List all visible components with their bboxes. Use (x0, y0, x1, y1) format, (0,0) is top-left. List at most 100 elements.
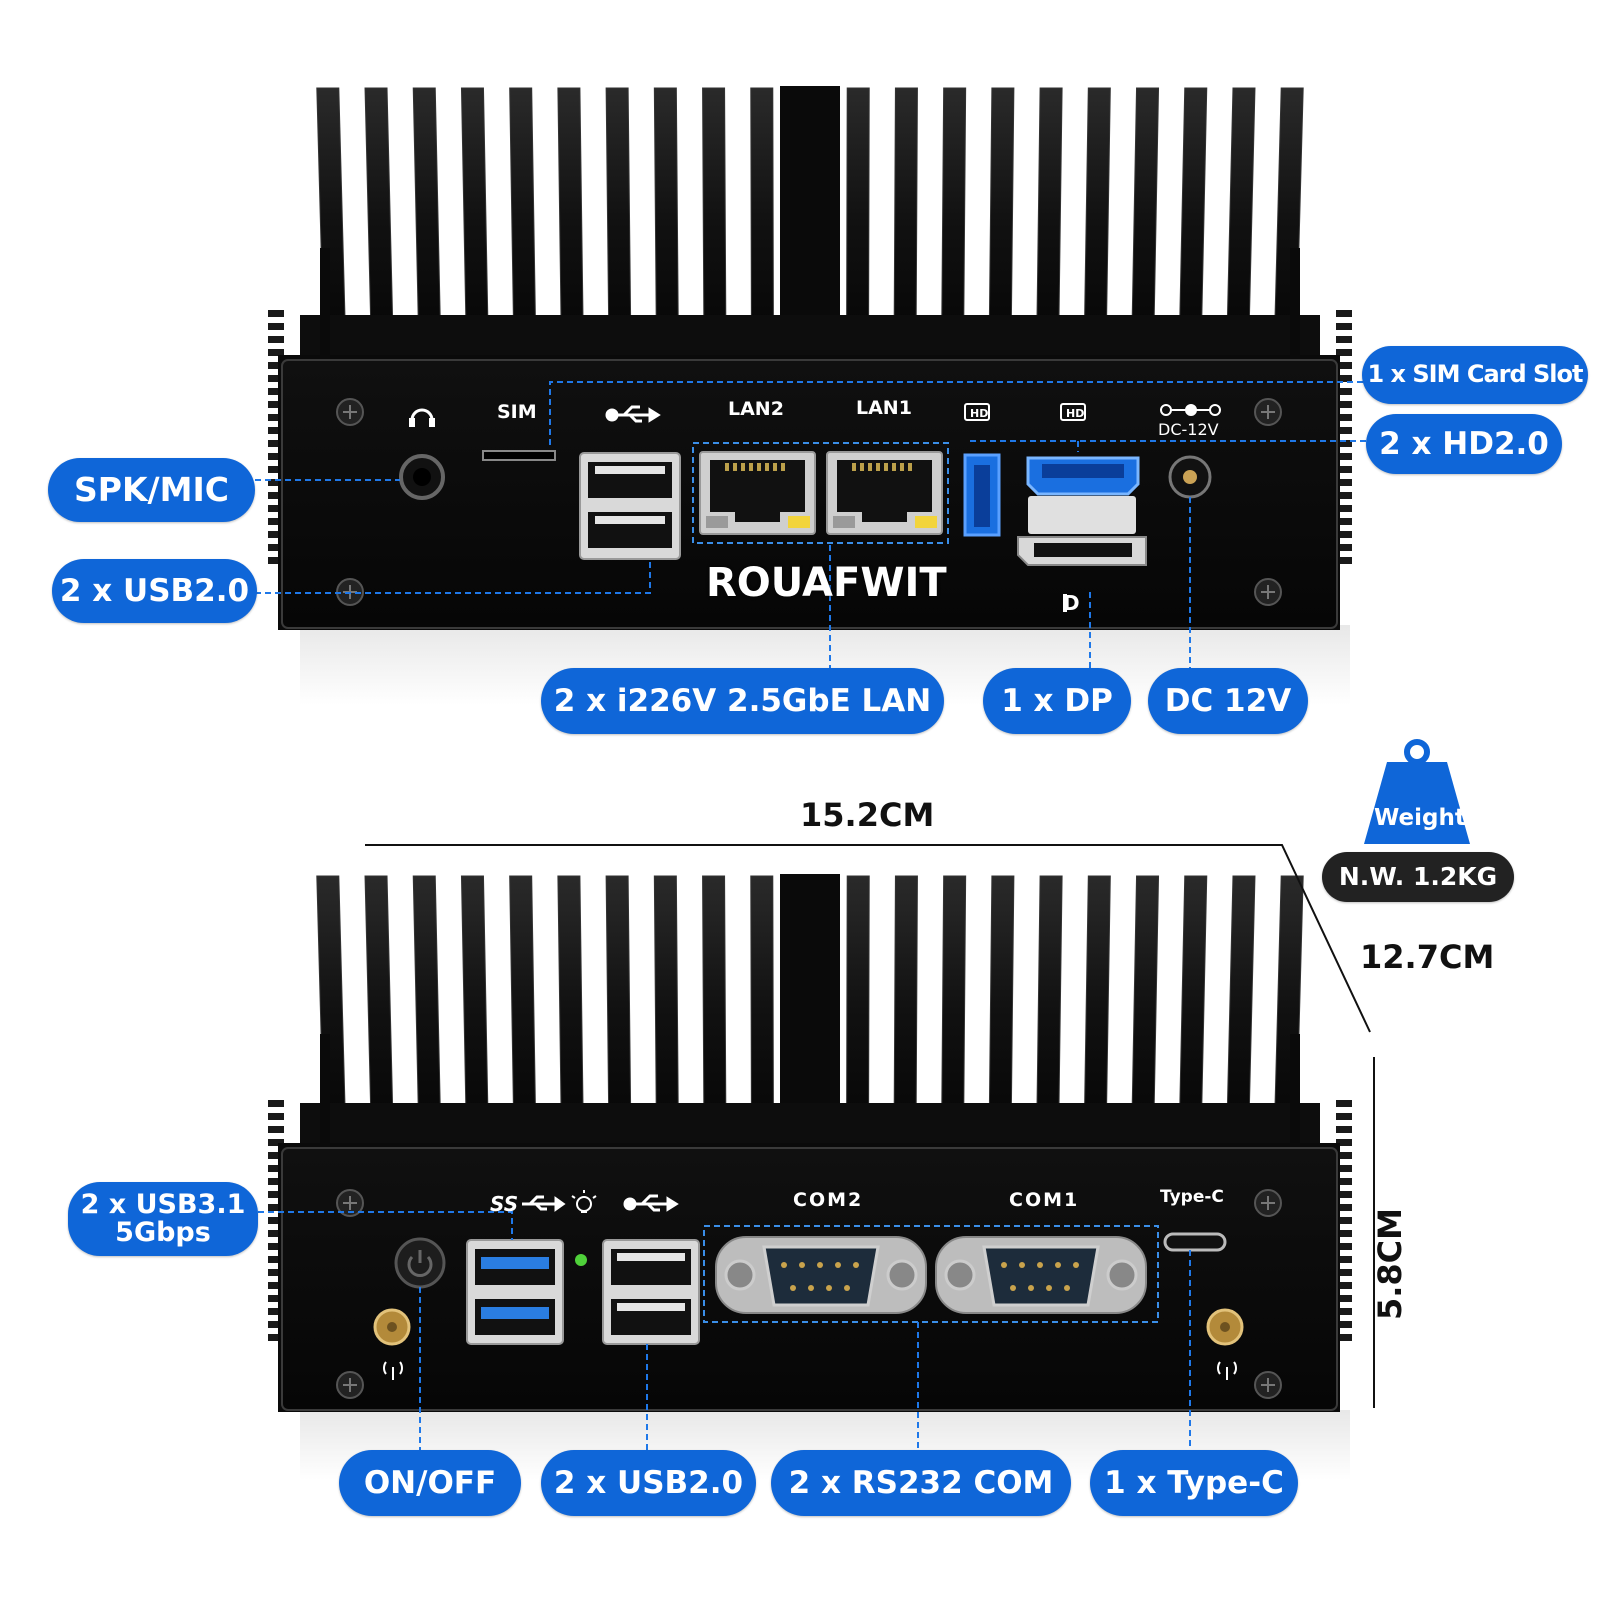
side-ridge (1336, 544, 1352, 551)
usb2-stack-rear[interactable] (602, 1239, 700, 1345)
usb2-stack-front[interactable] (579, 452, 681, 560)
svg-text:D: D (1063, 591, 1080, 615)
heatsink-fin (557, 875, 585, 1144)
heatsink-fin (988, 875, 1015, 1144)
heatsink-fin (988, 87, 1015, 356)
callout-dp: 1 x DP (983, 668, 1131, 734)
side-ridge (1336, 1204, 1352, 1211)
sim-label: SIM (497, 401, 537, 423)
side-ridge (268, 1282, 284, 1289)
side-ridge (1336, 362, 1352, 369)
side-ridge (268, 1256, 284, 1263)
status-led (575, 1254, 587, 1266)
led-icon (571, 1190, 597, 1213)
side-ridge (268, 310, 284, 317)
side-ridge (1336, 1282, 1352, 1289)
side-ridge (268, 1217, 284, 1224)
heatsink-fin (702, 875, 727, 1144)
heatsink-fin (364, 87, 395, 356)
heatsink-fin (1035, 875, 1063, 1144)
sim-slot[interactable] (482, 450, 556, 461)
weight-label: Weight (1374, 805, 1466, 831)
svg-text:HD: HD (970, 407, 988, 420)
svg-text:HD: HD (1066, 407, 1084, 420)
usb-icon (605, 405, 661, 423)
power-button-icon[interactable] (394, 1237, 446, 1289)
hdmi-port-vertical[interactable] (963, 453, 1001, 537)
side-ridge (1336, 375, 1352, 382)
lan2-label: LAN2 (728, 398, 784, 420)
heatsink-fin (653, 875, 680, 1144)
side-ridge (1336, 1243, 1352, 1250)
dc-jack[interactable] (1168, 455, 1212, 499)
callout-onoff: ON/OFF (339, 1450, 521, 1516)
superspeed-usb-icon (522, 1195, 566, 1212)
side-ridge (268, 1191, 284, 1198)
hdmi-port-horizontal[interactable] (1026, 456, 1140, 496)
callout-dc12v: DC 12V (1148, 668, 1308, 734)
heatsink-fin (412, 87, 442, 356)
side-ridge (1336, 349, 1352, 356)
heatsink-fin (750, 875, 775, 1144)
side-ridge (1336, 414, 1352, 421)
heatsink-fin (460, 875, 490, 1144)
side-ridge (268, 1230, 284, 1237)
heatsink-center (780, 874, 840, 1143)
heatsink-base (300, 315, 1320, 365)
weight-icon (1364, 739, 1470, 844)
callout-lan: 2 x i226V 2.5GbE LAN (541, 668, 944, 734)
side-ridge (268, 440, 284, 447)
heatsink-fin (845, 87, 870, 356)
displayport-icon: D (1063, 591, 1080, 615)
heatsink-fin (750, 87, 775, 356)
side-ridge (268, 479, 284, 486)
rear-unit (258, 844, 1375, 1480)
side-ridge (268, 362, 284, 369)
heatsink-center (780, 86, 840, 355)
heatsink-fin (1130, 875, 1160, 1144)
hdmi-icon: HD HD (964, 403, 1086, 421)
heatsink-fin (893, 87, 918, 356)
side-ridge (268, 1165, 284, 1172)
side-ridge (268, 336, 284, 343)
callout-spk-mic: SPK/MIC (48, 458, 255, 522)
heatsink-fin (702, 87, 727, 356)
displayport[interactable] (1017, 536, 1147, 566)
side-ridge (1336, 310, 1352, 317)
side-ridge (1336, 1217, 1352, 1224)
dc-label: DC-12V (1158, 420, 1219, 439)
side-ridge (1336, 1295, 1352, 1302)
heatsink-fin (1083, 875, 1111, 1144)
heatsink-fin (605, 875, 632, 1144)
heatsink-fin (1178, 875, 1208, 1144)
side-ridge (268, 401, 284, 408)
side-ridge (1336, 1152, 1352, 1159)
callout-typec: 1 x Type-C (1090, 1450, 1298, 1516)
heatsink-fin (1225, 875, 1256, 1144)
lan1-port[interactable] (826, 451, 943, 535)
callout-usb31: 2 x USB3.1 5Gbps (68, 1182, 258, 1256)
side-ridge (268, 1204, 284, 1211)
side-ridge (268, 1126, 284, 1133)
side-ridge (268, 1295, 284, 1302)
heatsink-fin (893, 875, 918, 1144)
typec-port[interactable] (1163, 1232, 1227, 1252)
side-ridge (268, 414, 284, 421)
usb31-stack[interactable] (466, 1239, 564, 1345)
headphone-icon (409, 408, 435, 427)
side-ridge (1336, 1230, 1352, 1237)
com1-label: COM1 (1009, 1189, 1080, 1211)
weight-value: N.W. 1.2KG (1322, 852, 1514, 902)
side-ridge (1336, 518, 1352, 525)
heatsink-fin (509, 875, 537, 1144)
side-ridge (1336, 388, 1352, 395)
lan2-port[interactable] (699, 451, 816, 535)
side-ridge (268, 453, 284, 460)
callout-usb31-line1: 2 x USB3.1 (80, 1188, 246, 1220)
com2-port[interactable] (715, 1236, 927, 1314)
heatsink-fin (605, 87, 632, 356)
dc-power-icon (1160, 404, 1221, 416)
side-ridge (268, 1178, 284, 1185)
side-ridge (268, 388, 284, 395)
com1-port[interactable] (935, 1236, 1147, 1314)
